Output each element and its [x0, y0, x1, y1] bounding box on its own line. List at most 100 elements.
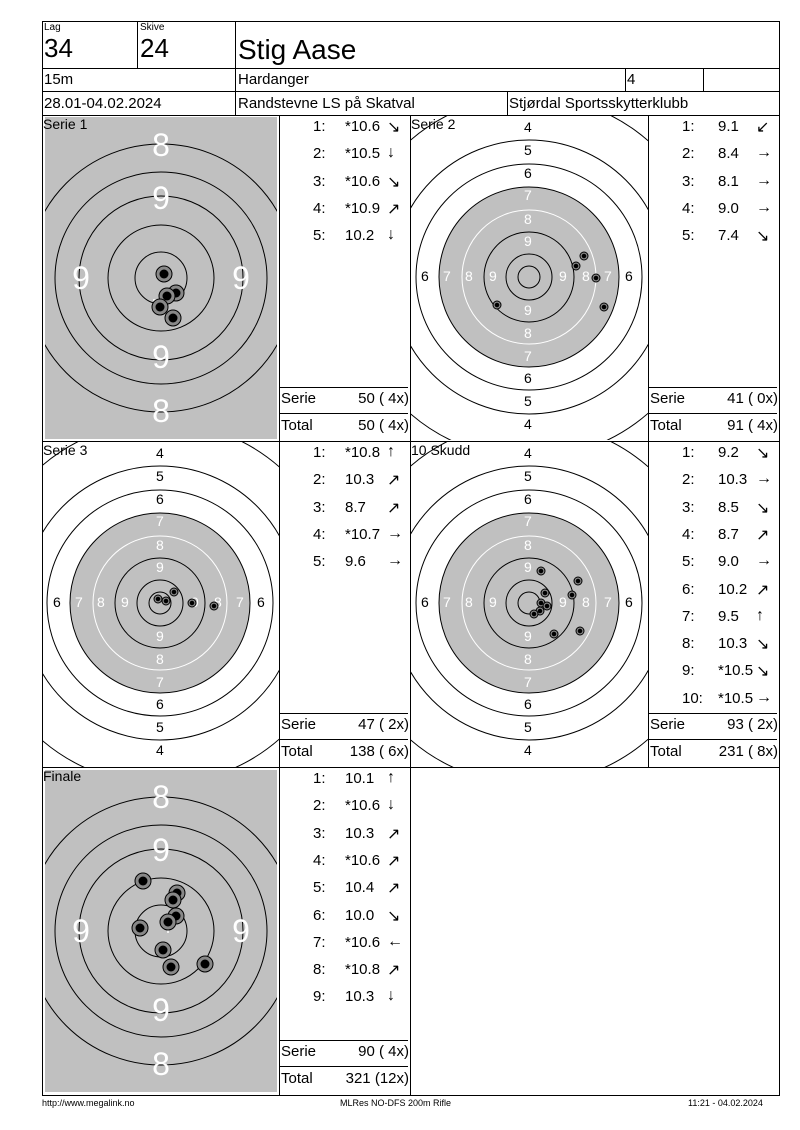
- ring-label: 7: [75, 594, 83, 610]
- panel-title: Finale: [43, 768, 82, 784]
- event-name: Randstevne LS på Skatval: [238, 95, 415, 112]
- shot-number: 1:: [682, 444, 695, 461]
- shot-number: 2:: [313, 471, 326, 489]
- header-divider-name: [235, 21, 236, 115]
- summary-divider: [279, 1040, 408, 1041]
- shot-value: 10.3: [345, 471, 375, 489]
- shot-number: 9:: [682, 662, 695, 680]
- ring-label: 4: [524, 742, 532, 758]
- shot-value: 9.6: [345, 553, 366, 571]
- direction-arrow-icon: ↘: [387, 173, 401, 191]
- total-value: 138 ( 6x): [349, 743, 409, 760]
- shot-number: 6:: [682, 580, 695, 598]
- header-line-2: [42, 91, 780, 92]
- direction-arrow-icon: →: [756, 470, 772, 488]
- direction-arrow-icon: →: [756, 198, 772, 216]
- direction-arrow-icon: ↗: [387, 825, 401, 843]
- direction-arrow-icon: ↘: [756, 445, 770, 462]
- shot-number: 4:: [313, 199, 326, 217]
- total-value: 50 ( 4x): [358, 417, 409, 434]
- serie-value: 50 ( 4x): [358, 390, 409, 407]
- shot-mark: [131, 919, 149, 937]
- organizer: Stjørdal Sportsskytterklubb: [509, 95, 689, 112]
- footer-url[interactable]: http://www.megalink.no: [42, 1098, 135, 1108]
- ring-label: 6: [156, 696, 164, 712]
- page-frame: [42, 21, 780, 1096]
- ring-label: 7: [604, 268, 612, 284]
- ring-label: 8: [524, 325, 532, 341]
- lag-value: 34: [44, 33, 73, 63]
- finale-label-bottom2: 9: [152, 992, 170, 1028]
- serie2-target: [411, 116, 648, 440]
- serie1-target: 8 9 9 9 9 8: [45, 117, 277, 439]
- panel-title: Serie 1: [43, 116, 88, 132]
- shot-value: *10.6: [345, 118, 381, 135]
- ring-label: 8: [214, 594, 222, 610]
- direction-arrow-icon: ↗: [387, 880, 401, 898]
- direction-arrow-icon: ↓: [387, 226, 395, 244]
- shot-value: 10.3: [345, 988, 375, 1006]
- ring-label: 9: [489, 594, 497, 610]
- ring-label: 4: [524, 416, 532, 432]
- direction-arrow-icon: ↗: [387, 499, 401, 517]
- ring-label: 4: [524, 119, 532, 135]
- ring-label: 6: [524, 165, 532, 181]
- shot-number: 2:: [682, 471, 695, 489]
- zoom-label-left: 9: [72, 260, 90, 296]
- summary-divider: [279, 387, 408, 388]
- summary-divider: [279, 413, 408, 414]
- footer-software: MLRes NO-DFS 200m Rifle: [340, 1098, 452, 1108]
- serie-label: Serie: [281, 1043, 317, 1060]
- shot-value: *10.6: [345, 933, 381, 951]
- direction-arrow-icon: ↘: [756, 663, 770, 681]
- ring-label: 8: [465, 268, 473, 284]
- shot-number: 6:: [313, 906, 326, 924]
- header-divider-class: [625, 68, 626, 91]
- direction-arrow-icon: ↘: [756, 499, 770, 517]
- class-value: 4: [627, 71, 636, 88]
- ring-label: 5: [524, 719, 532, 735]
- shot-mark: [155, 265, 173, 283]
- shot-value: 10.1: [345, 770, 375, 787]
- direction-arrow-icon: ↗: [387, 472, 401, 490]
- shot-value: 9.0: [718, 199, 739, 217]
- shot-value: 10.2: [718, 580, 748, 598]
- direction-arrow-icon: ↘: [756, 636, 770, 654]
- shot-value: *10.6: [345, 172, 381, 190]
- shot-number: 5:: [682, 227, 695, 245]
- row-line-1: [42, 441, 780, 442]
- ring-label: 7: [156, 674, 164, 690]
- header-line-1: [42, 68, 780, 69]
- serie-label: Serie: [650, 390, 686, 407]
- ring-label: 6: [53, 594, 61, 610]
- shot-number: 1:: [313, 118, 326, 135]
- shot-value: *10.5: [718, 689, 754, 707]
- direction-arrow-icon: ↘: [387, 119, 401, 136]
- shot-value: 10.3: [718, 471, 748, 489]
- ring-label: 7: [524, 674, 532, 690]
- ring-label: 7: [524, 187, 532, 203]
- shot-number: 10:: [682, 689, 703, 707]
- shot-value: 10.2: [345, 227, 375, 245]
- ring-label: 9: [524, 559, 532, 575]
- direction-arrow-icon: ↗: [756, 526, 770, 544]
- direction-arrow-icon: ↓: [387, 796, 395, 814]
- direction-arrow-icon: →: [387, 524, 403, 542]
- shot-value: 10.4: [345, 879, 375, 897]
- direction-arrow-icon: ←: [387, 932, 403, 950]
- club-region: Hardanger: [238, 71, 309, 88]
- shot-number: 4:: [682, 199, 695, 217]
- zoom-label-bottom: 8: [152, 393, 170, 429]
- serie-value: 90 ( 4x): [358, 1043, 409, 1060]
- ring-label: 5: [156, 719, 164, 735]
- ring-label: 6: [625, 268, 633, 284]
- shot-mark: [134, 872, 152, 890]
- ring-label: 4: [524, 445, 532, 461]
- ring-label: 7: [443, 594, 451, 610]
- shot-mark: [196, 955, 214, 973]
- finale-label-right: 9: [232, 913, 250, 949]
- ring-label: 8: [582, 268, 590, 284]
- serie-label: Serie: [281, 716, 317, 733]
- ring-label: 6: [625, 594, 633, 610]
